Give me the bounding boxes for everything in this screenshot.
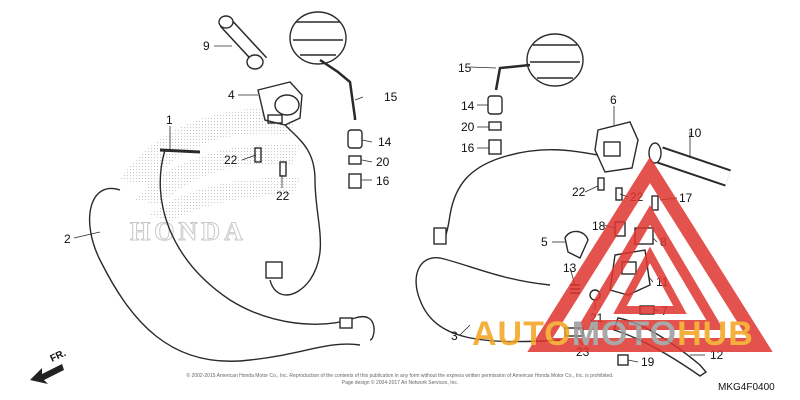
callout-19: 19: [641, 355, 655, 369]
callout-15: 15: [458, 61, 472, 75]
callout-22: 22: [572, 185, 586, 199]
honda-logo-watermark: HONDA: [120, 108, 300, 247]
part-weight-14-left: [347, 129, 363, 149]
diagram-code: MKG4F0400: [718, 382, 775, 393]
callout-18: 18: [592, 219, 606, 233]
part-bolt-23: [564, 327, 584, 337]
copyright-line-1: © 2002-2015 American Honda Motor Co., In…: [187, 372, 614, 379]
callout-14: 14: [461, 99, 475, 113]
part-throttle-grip: [648, 142, 731, 187]
part-left-switch: [257, 81, 303, 126]
part-throttle-cable-3: [415, 257, 561, 343]
callout-13: 13: [563, 261, 577, 275]
callout-16: 16: [376, 174, 390, 188]
callout-3: 3: [451, 329, 458, 343]
part-switch-harness: [269, 124, 322, 296]
part-clutch-cable-1: [159, 149, 375, 341]
part-bolt-16-left: [348, 173, 362, 189]
front-arrow-icon: [30, 364, 64, 384]
part-nut-19: [617, 354, 629, 366]
part-cover-5: [564, 230, 589, 259]
callout-15: 15: [384, 90, 398, 104]
callout-1: 1: [166, 113, 173, 127]
callout-22: 22: [224, 153, 238, 167]
part-right-switch: [594, 121, 639, 173]
part-left-mirror: [289, 11, 357, 120]
callout-17: 17: [679, 191, 693, 205]
part-cable-2: [88, 187, 361, 362]
left-assembly: [88, 11, 375, 362]
callout-4: 4: [228, 88, 235, 102]
part-right-mirror: [494, 33, 584, 91]
callout-22: 22: [276, 189, 290, 203]
front-direction-indicator: FR.: [30, 348, 68, 384]
callout-20: 20: [461, 120, 475, 134]
honda-logo-text: HONDA: [130, 217, 247, 246]
callout-6: 6: [610, 93, 617, 107]
part-bolt-16-right: [488, 139, 502, 155]
callout-2: 2: [64, 232, 71, 246]
svg-text:AUTOMOTOHUB: AUTOMOTOHUB: [472, 315, 754, 353]
part-weight-14-right: [487, 95, 503, 115]
front-direction-label: FR.: [49, 348, 68, 365]
part-nut-20-left: [348, 155, 362, 165]
callout-5: 5: [541, 235, 548, 249]
watermark-brand-prefix: AUTO: [472, 315, 572, 353]
part-nut-20-right: [488, 121, 502, 131]
automotohub-watermark: AUTOMOTOHUB: [472, 156, 773, 353]
callout-9: 9: [203, 39, 210, 53]
callout-10: 10: [688, 126, 702, 140]
callout-14: 14: [378, 135, 392, 149]
copyright-line-2: Page design © 2004-2017 Ari Network Serv…: [342, 379, 459, 386]
watermark-brand-suffix: HUB: [677, 315, 754, 353]
callout-16: 16: [461, 141, 475, 155]
part-left-grip: [218, 15, 268, 70]
watermark-brand-middle: MOTO: [572, 315, 677, 353]
callout-20: 20: [376, 155, 390, 169]
